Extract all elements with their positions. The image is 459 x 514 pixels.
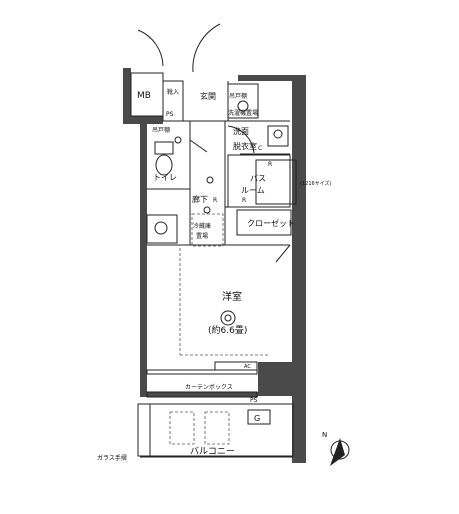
north-label: N <box>322 431 327 439</box>
fridge-space <box>191 213 224 247</box>
compass-arrow <box>330 438 345 466</box>
bottom-wall <box>140 392 258 397</box>
gas-box <box>247 409 271 425</box>
bathtub <box>255 159 297 205</box>
wash-basin <box>267 125 289 147</box>
aircon <box>214 361 258 371</box>
ps-top-label: PS <box>166 111 174 118</box>
entrance-door-swing <box>192 23 221 73</box>
washroom-label-1: 洗面 <box>233 126 249 136</box>
glass-rail-label: ガラス手摺 <box>97 454 127 462</box>
mb-label: MB <box>137 91 151 101</box>
washroom-label-2: 脱衣室 <box>233 141 257 151</box>
toilet-bowl <box>155 154 173 176</box>
left-wall <box>140 124 147 392</box>
fridge-label-2: 置場 <box>196 232 208 240</box>
hanging-shelf-2-label: 吊戸棚 <box>152 126 170 134</box>
r2-label: R <box>242 197 246 204</box>
room-size-label: (約6.6畳) <box>208 324 247 336</box>
bath-label-2: ルーム <box>241 186 265 195</box>
kitchen-sink <box>146 214 178 244</box>
north-compass <box>330 438 350 466</box>
ps-bottom-label: PS <box>250 397 258 404</box>
ac-label: AC <box>244 364 251 370</box>
corridor-label: 廊下 <box>192 194 208 204</box>
bath-label-1: バス <box>250 174 266 183</box>
right-pillar <box>258 362 292 396</box>
labels: MB 靴入 玄関 PS 吊戸棚 洗濯機置場 洗面 脱衣室 C 吊戸棚 トイレ バ… <box>97 88 332 462</box>
mb-wall-bottom <box>123 116 163 124</box>
hanging-shelf-1-label: 吊戸棚 <box>229 92 247 100</box>
right-wall <box>292 75 306 463</box>
balcony-box <box>137 403 294 457</box>
balcony-unit-2 <box>204 411 230 445</box>
top-right-wall <box>238 75 294 81</box>
shoe-box-label: 靴入 <box>167 88 179 96</box>
room-door-line <box>275 244 291 263</box>
washer-drain <box>237 100 249 112</box>
mb-wall-left <box>123 68 131 120</box>
r3-label: R <box>268 161 272 168</box>
r1-label: R <box>213 197 217 204</box>
curtain-box-label: カーテンボックス <box>185 383 233 391</box>
c-label: C <box>258 145 262 152</box>
balcony-unit-1 <box>169 411 195 445</box>
closet-label: クローゼット <box>247 218 295 228</box>
room-name-label: 洋室 <box>222 290 242 303</box>
toilet-label: トイレ <box>153 173 177 182</box>
mb-door-swing <box>137 29 164 67</box>
fridge-label-1: 冷蔵庫 <box>193 222 211 230</box>
fixtures <box>154 100 289 371</box>
genkan-label: 玄関 <box>200 91 216 101</box>
interior-lines <box>130 72 297 458</box>
laundry-pan <box>227 83 259 119</box>
doors <box>137 23 291 263</box>
closet-box <box>236 209 292 236</box>
toilet-tank <box>154 141 174 155</box>
gas-label: G <box>254 414 260 423</box>
ceiling-light <box>220 310 236 326</box>
bath-size-label: (1216サイズ) <box>300 180 332 187</box>
window-frame <box>146 369 258 375</box>
laundry-pan-label: 洗濯機置場 <box>228 109 258 117</box>
balcony-label: バルコニー <box>190 446 235 457</box>
